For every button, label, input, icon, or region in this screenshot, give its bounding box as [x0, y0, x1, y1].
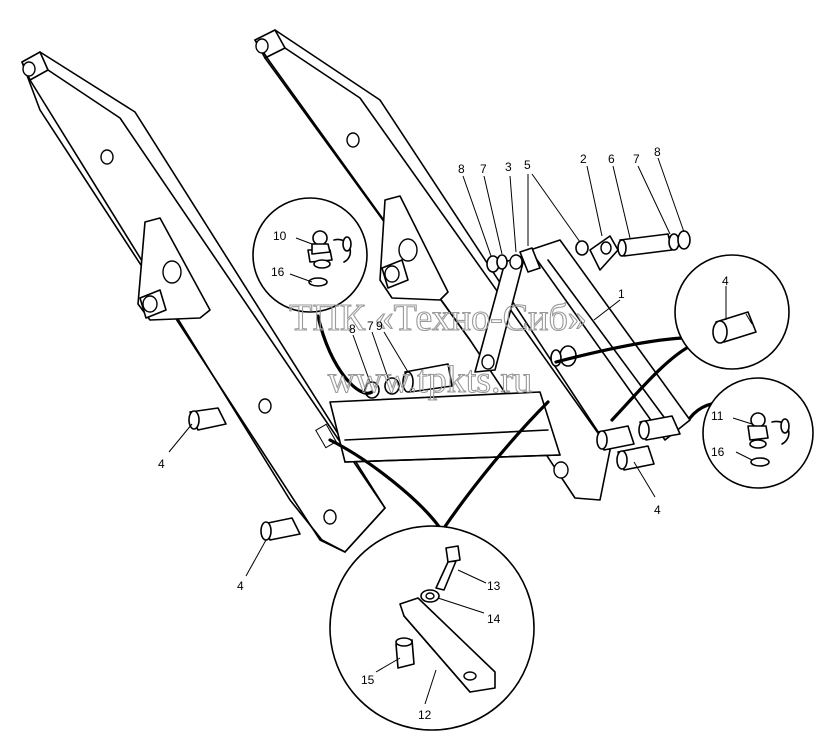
- left-frame-rail: [21, 51, 386, 553]
- callout-6: 6: [608, 152, 615, 166]
- detail-circle-bolt-plate: [329, 525, 535, 731]
- callout-1: 1: [618, 287, 625, 301]
- callout-11: 11: [711, 409, 724, 423]
- callout-12: 12: [418, 708, 432, 722]
- detail-circle-bushing: [674, 254, 790, 370]
- callout-16: 16: [711, 445, 725, 459]
- callout-2: 2: [580, 152, 587, 166]
- bushing-parts: [188, 407, 681, 541]
- callout-7: 7: [633, 152, 640, 166]
- watermark-line-1: ТПК «Техно-Сиб»: [289, 297, 587, 339]
- detail-circle-grease-fitting-top: [252, 197, 368, 313]
- callout-7: 7: [367, 319, 374, 333]
- callout-4: 4: [722, 274, 729, 288]
- callout-leaders: [168, 157, 753, 705]
- watermark: ТПК «Техно-Сиб» www.tpkts.ru: [289, 296, 588, 401]
- watermark-line-2: www.tpkts.ru: [328, 359, 532, 401]
- callout-7: 7: [480, 162, 487, 176]
- callout-4: 4: [158, 457, 165, 471]
- callout-8: 8: [654, 145, 661, 159]
- callout-8: 8: [458, 162, 465, 176]
- callout-10: 10: [273, 229, 287, 243]
- callout-9: 9: [376, 319, 383, 333]
- callout-14: 14: [487, 612, 501, 626]
- detail-circle-grease-fitting-bottom: [702, 377, 814, 489]
- callout-16: 16: [271, 265, 285, 279]
- callout-8: 8: [349, 322, 356, 336]
- pin-9-group: [364, 363, 453, 399]
- callout-4: 4: [237, 579, 244, 593]
- cross-beam: [329, 391, 561, 463]
- callout-13: 13: [487, 579, 501, 593]
- callout-15: 15: [361, 673, 375, 687]
- right-frame-rail: [254, 29, 611, 501]
- callout-5: 5: [524, 158, 531, 172]
- callout-3: 3: [505, 160, 512, 174]
- part-numbers: 8 7 3 5 2 6 7 8 1 10 16 8 7 9 4 4 4 4 11…: [158, 145, 729, 722]
- callout-4: 4: [654, 503, 661, 517]
